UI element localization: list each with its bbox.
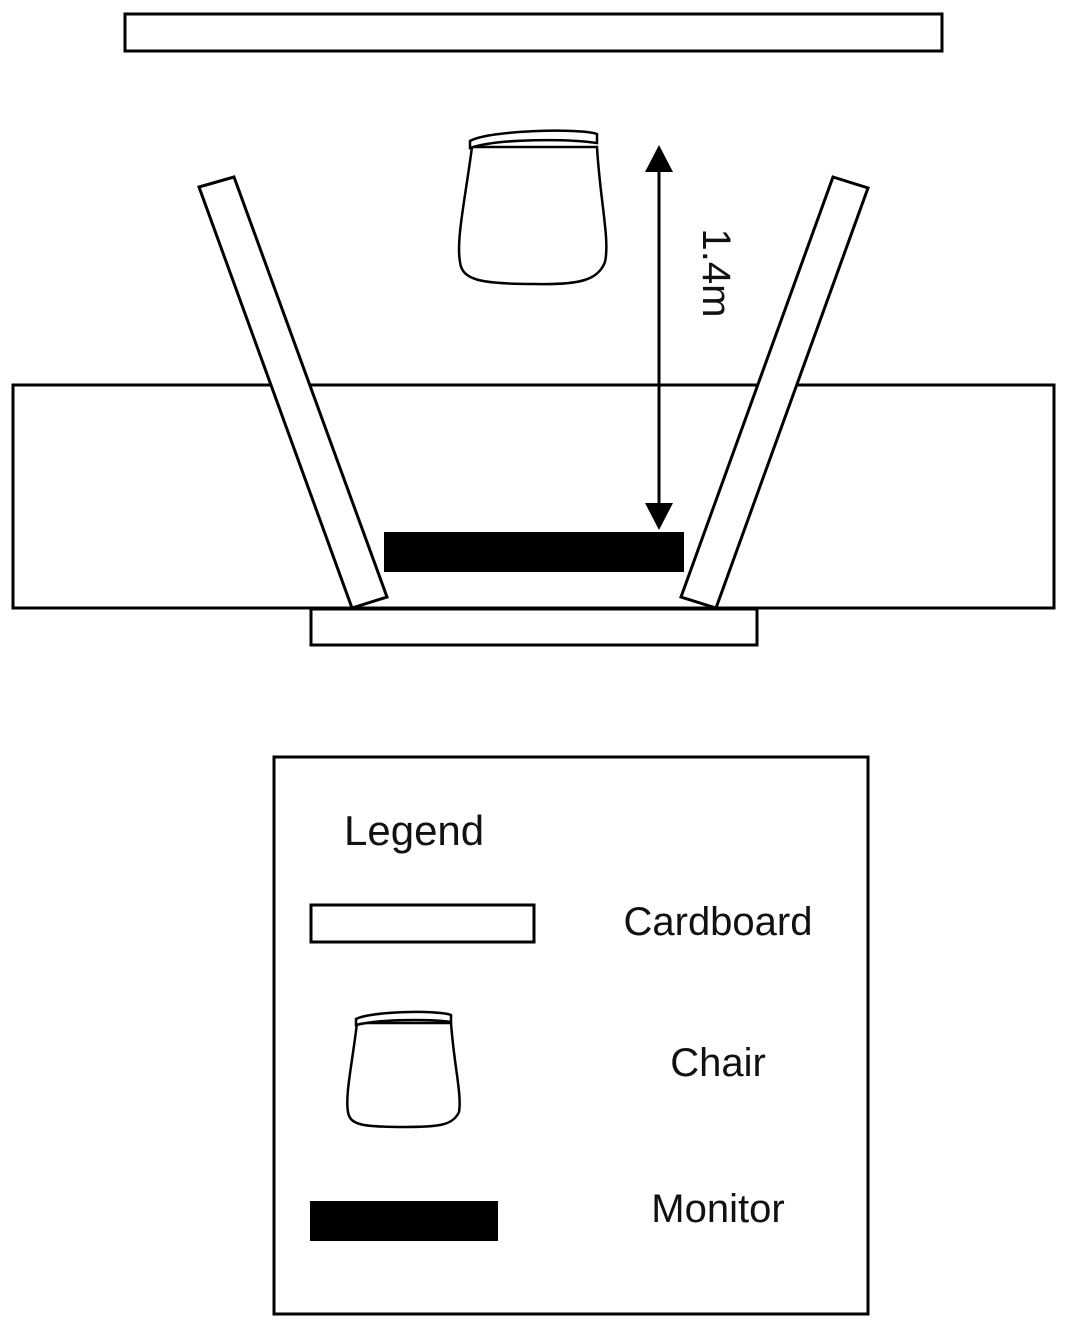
desk [11, 383, 1056, 610]
legend-cardboard-swatch [309, 903, 536, 944]
distance-dimension: 1.4m [645, 145, 738, 530]
arrow-head-down-icon [645, 503, 673, 530]
legend-cardboard-label: Cardboard [623, 900, 812, 944]
legend-title: Legend [344, 807, 484, 854]
cardboard-bottom [309, 607, 759, 647]
legend: Legend Cardboard Chair Monitor [272, 755, 870, 1316]
arrow-head-up-icon [645, 145, 673, 172]
legend-monitor-swatch [310, 1201, 498, 1241]
legend-chair-label: Chair [670, 1041, 766, 1085]
cardboard-top [123, 12, 944, 53]
chair [457, 129, 608, 286]
cardboard-left [197, 175, 389, 610]
legend-chair-backrest [354, 1010, 453, 1027]
monitor [384, 532, 684, 572]
legend-chair-seat [346, 1021, 461, 1129]
chair-backrest [468, 129, 599, 150]
distance-label: 1.4m [694, 229, 738, 318]
legend-monitor-label: Monitor [651, 1187, 784, 1231]
chair-seat [457, 145, 608, 286]
legend-chair-swatch [346, 1010, 461, 1129]
